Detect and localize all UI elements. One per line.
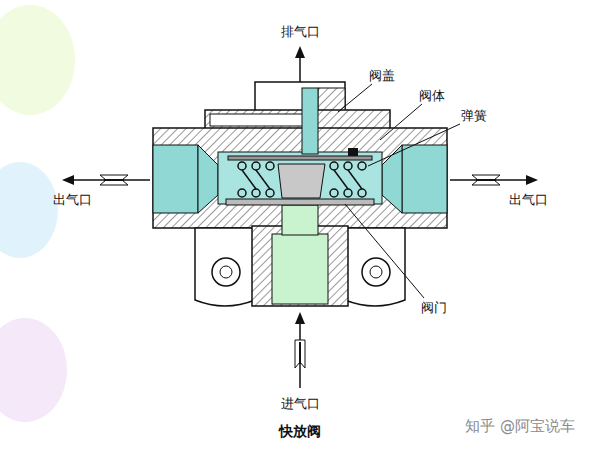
inlet-channel [272, 234, 328, 304]
background-balloons [0, 5, 75, 422]
part-label: 弹簧 [461, 108, 487, 124]
watermark: 知乎 @阿宝说车 [465, 417, 575, 435]
arrow-head [295, 46, 305, 58]
seal-mark [348, 148, 358, 156]
valve-diaphragm [226, 199, 374, 205]
bolt-hole [370, 266, 382, 278]
port-label: 排气口 [281, 24, 320, 40]
outlet-port [153, 145, 198, 213]
cap-recess [210, 114, 310, 126]
part-label: 阀体 [419, 88, 445, 104]
exhaust-channel [302, 88, 318, 154]
mounting-lug [195, 228, 255, 306]
inlet-boss [252, 226, 348, 306]
bolt-hole [220, 266, 232, 278]
bolt-hole [362, 258, 390, 286]
inlet-neck [282, 205, 318, 235]
inlet-arrow [295, 312, 305, 388]
part-label: 阀盖 [369, 68, 395, 84]
valve-plug [278, 164, 325, 198]
spring-plate [228, 156, 372, 160]
cap-hatch [318, 88, 345, 112]
outlet-port [402, 145, 447, 213]
outlet-arrow [62, 175, 150, 185]
valve-cap [255, 82, 345, 112]
outlet-taper [198, 145, 218, 213]
port-label: 出气口 [509, 192, 548, 208]
port-label: 进气口 [281, 396, 320, 412]
part-label: 阀门 [421, 300, 447, 316]
cap-flange [205, 110, 390, 130]
outlet-arrow [450, 175, 538, 185]
port-label: 出气口 [53, 192, 92, 208]
bolt-hole [212, 258, 240, 286]
spring-coils [238, 162, 366, 197]
valve-cavity [218, 152, 382, 204]
leader-lines [338, 84, 460, 298]
figure-caption: 快放阀 [279, 423, 321, 440]
